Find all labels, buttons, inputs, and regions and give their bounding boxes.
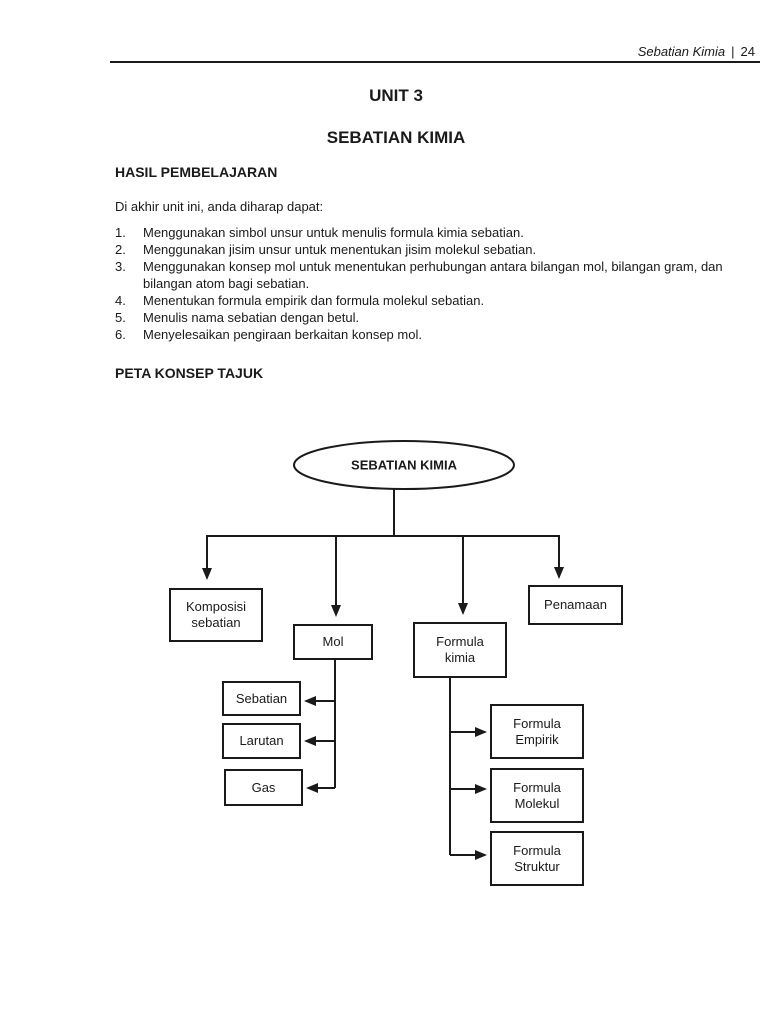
header-rule — [110, 61, 760, 63]
item-text: Menyelesaikan pengiraan berkaitan konsep… — [143, 327, 422, 342]
node-formula-empirik: Formula Empirik — [490, 704, 584, 759]
node-formula-molekul: Formula Molekul — [490, 768, 584, 823]
item-text: Menggunakan simbol unsur untuk menulis f… — [143, 225, 524, 240]
item-text: Menulis nama sebatian dengan betul. — [143, 310, 360, 325]
header-separator: | — [731, 44, 735, 59]
header-page-number: 24 — [740, 44, 755, 59]
list-item: 4. Menentukan formula empirik dan formul… — [115, 292, 755, 309]
item-number: 1. — [115, 225, 126, 240]
node-mol: Mol — [293, 624, 373, 660]
item-number: 6. — [115, 327, 126, 342]
node-formula-kimia: Formula kimia — [413, 622, 507, 678]
item-number: 3. — [115, 259, 126, 274]
page-header: Sebatian Kimia | 24 — [638, 44, 755, 59]
list-item: 2. Menggunakan jisim unsur untuk menentu… — [115, 241, 755, 258]
node-penamaan: Penamaan — [528, 585, 623, 625]
root-ellipse — [293, 440, 515, 490]
list-item: 5. Menulis nama sebatian dengan betul. — [115, 309, 755, 326]
header-running-title: Sebatian Kimia — [637, 44, 726, 59]
learning-intro-text: Di akhir unit ini, anda diharap dapat: — [115, 199, 324, 214]
node-gas: Gas — [224, 769, 303, 806]
item-number: 5. — [115, 310, 126, 325]
item-number: 2. — [115, 242, 126, 257]
item-number: 4. — [115, 293, 126, 308]
item-text: Menggunakan jisim unsur untuk menentukan… — [143, 242, 537, 257]
node-sebatian: Sebatian — [222, 681, 301, 716]
node-larutan: Larutan — [222, 723, 301, 759]
section-heading-peta-konsep: PETA KONSEP TAJUK — [115, 365, 264, 381]
root-node-label: SEBATIAN KIMIA — [351, 457, 457, 473]
unit-subtitle: SEBATIAN KIMIA — [326, 128, 466, 147]
list-item: 3. Menggunakan konsep mol untuk menentuk… — [115, 258, 755, 292]
node-formula-struktur: Formula Struktur — [490, 831, 584, 886]
node-komposisi-sebatian: Komposisi sebatian — [169, 588, 263, 642]
item-text: Menentukan formula empirik dan formula m… — [143, 293, 485, 308]
unit-title: UNIT 3 — [369, 86, 423, 105]
learning-objectives-list: 1. Menggunakan simbol unsur untuk menuli… — [115, 224, 755, 343]
item-text: Menggunakan konsep mol untuk menentukan … — [143, 259, 723, 291]
list-item: 6. Menyelesaikan pengiraan berkaitan kon… — [115, 326, 755, 343]
list-item: 1. Menggunakan simbol unsur untuk menuli… — [115, 224, 755, 241]
section-heading-hasil-pembelajaran: HASIL PEMBELAJARAN — [115, 164, 278, 180]
